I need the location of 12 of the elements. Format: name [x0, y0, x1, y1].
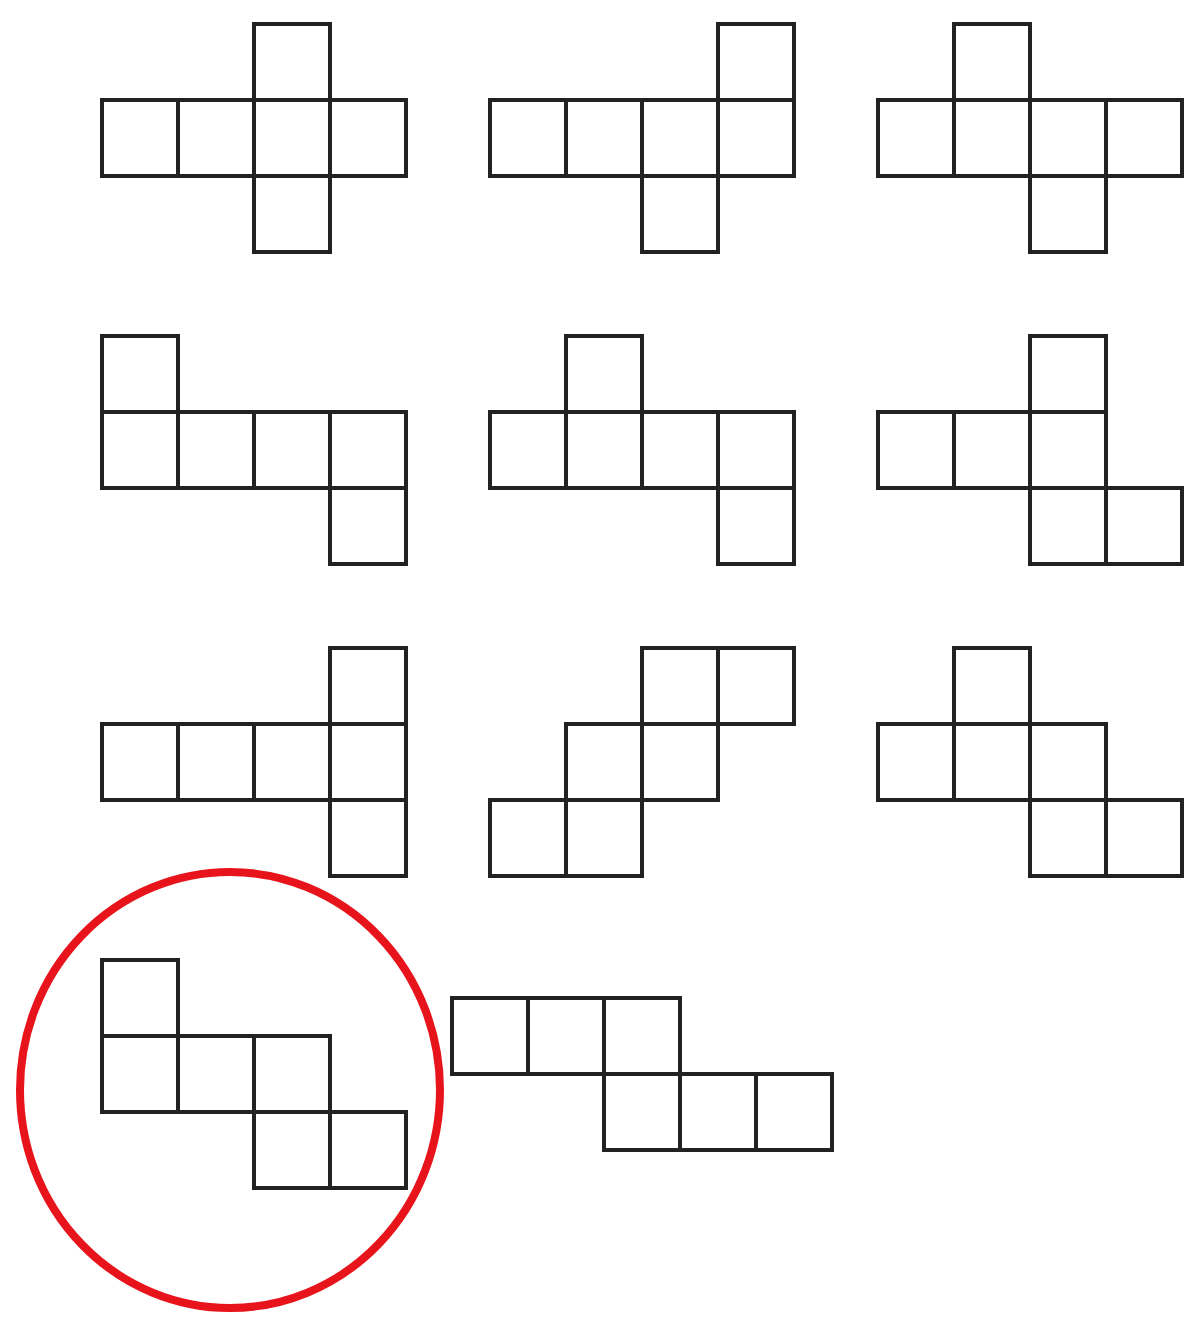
- cube-net-drawing: [450, 996, 834, 1152]
- highlight-circle: [16, 868, 444, 1312]
- cube-net-drawing: [876, 646, 1184, 878]
- cube-net-drawing: [876, 334, 1184, 566]
- cube-net-drawing: [876, 22, 1184, 254]
- cube-net-drawing: [100, 958, 408, 1190]
- cube-net-drawing: [488, 646, 796, 878]
- cube-net-drawing: [488, 22, 796, 254]
- cube-net-drawing: [100, 646, 408, 878]
- cube-net-drawing: [100, 22, 408, 254]
- cube-net-drawing: [488, 334, 796, 566]
- cube-net-drawing: [100, 334, 408, 566]
